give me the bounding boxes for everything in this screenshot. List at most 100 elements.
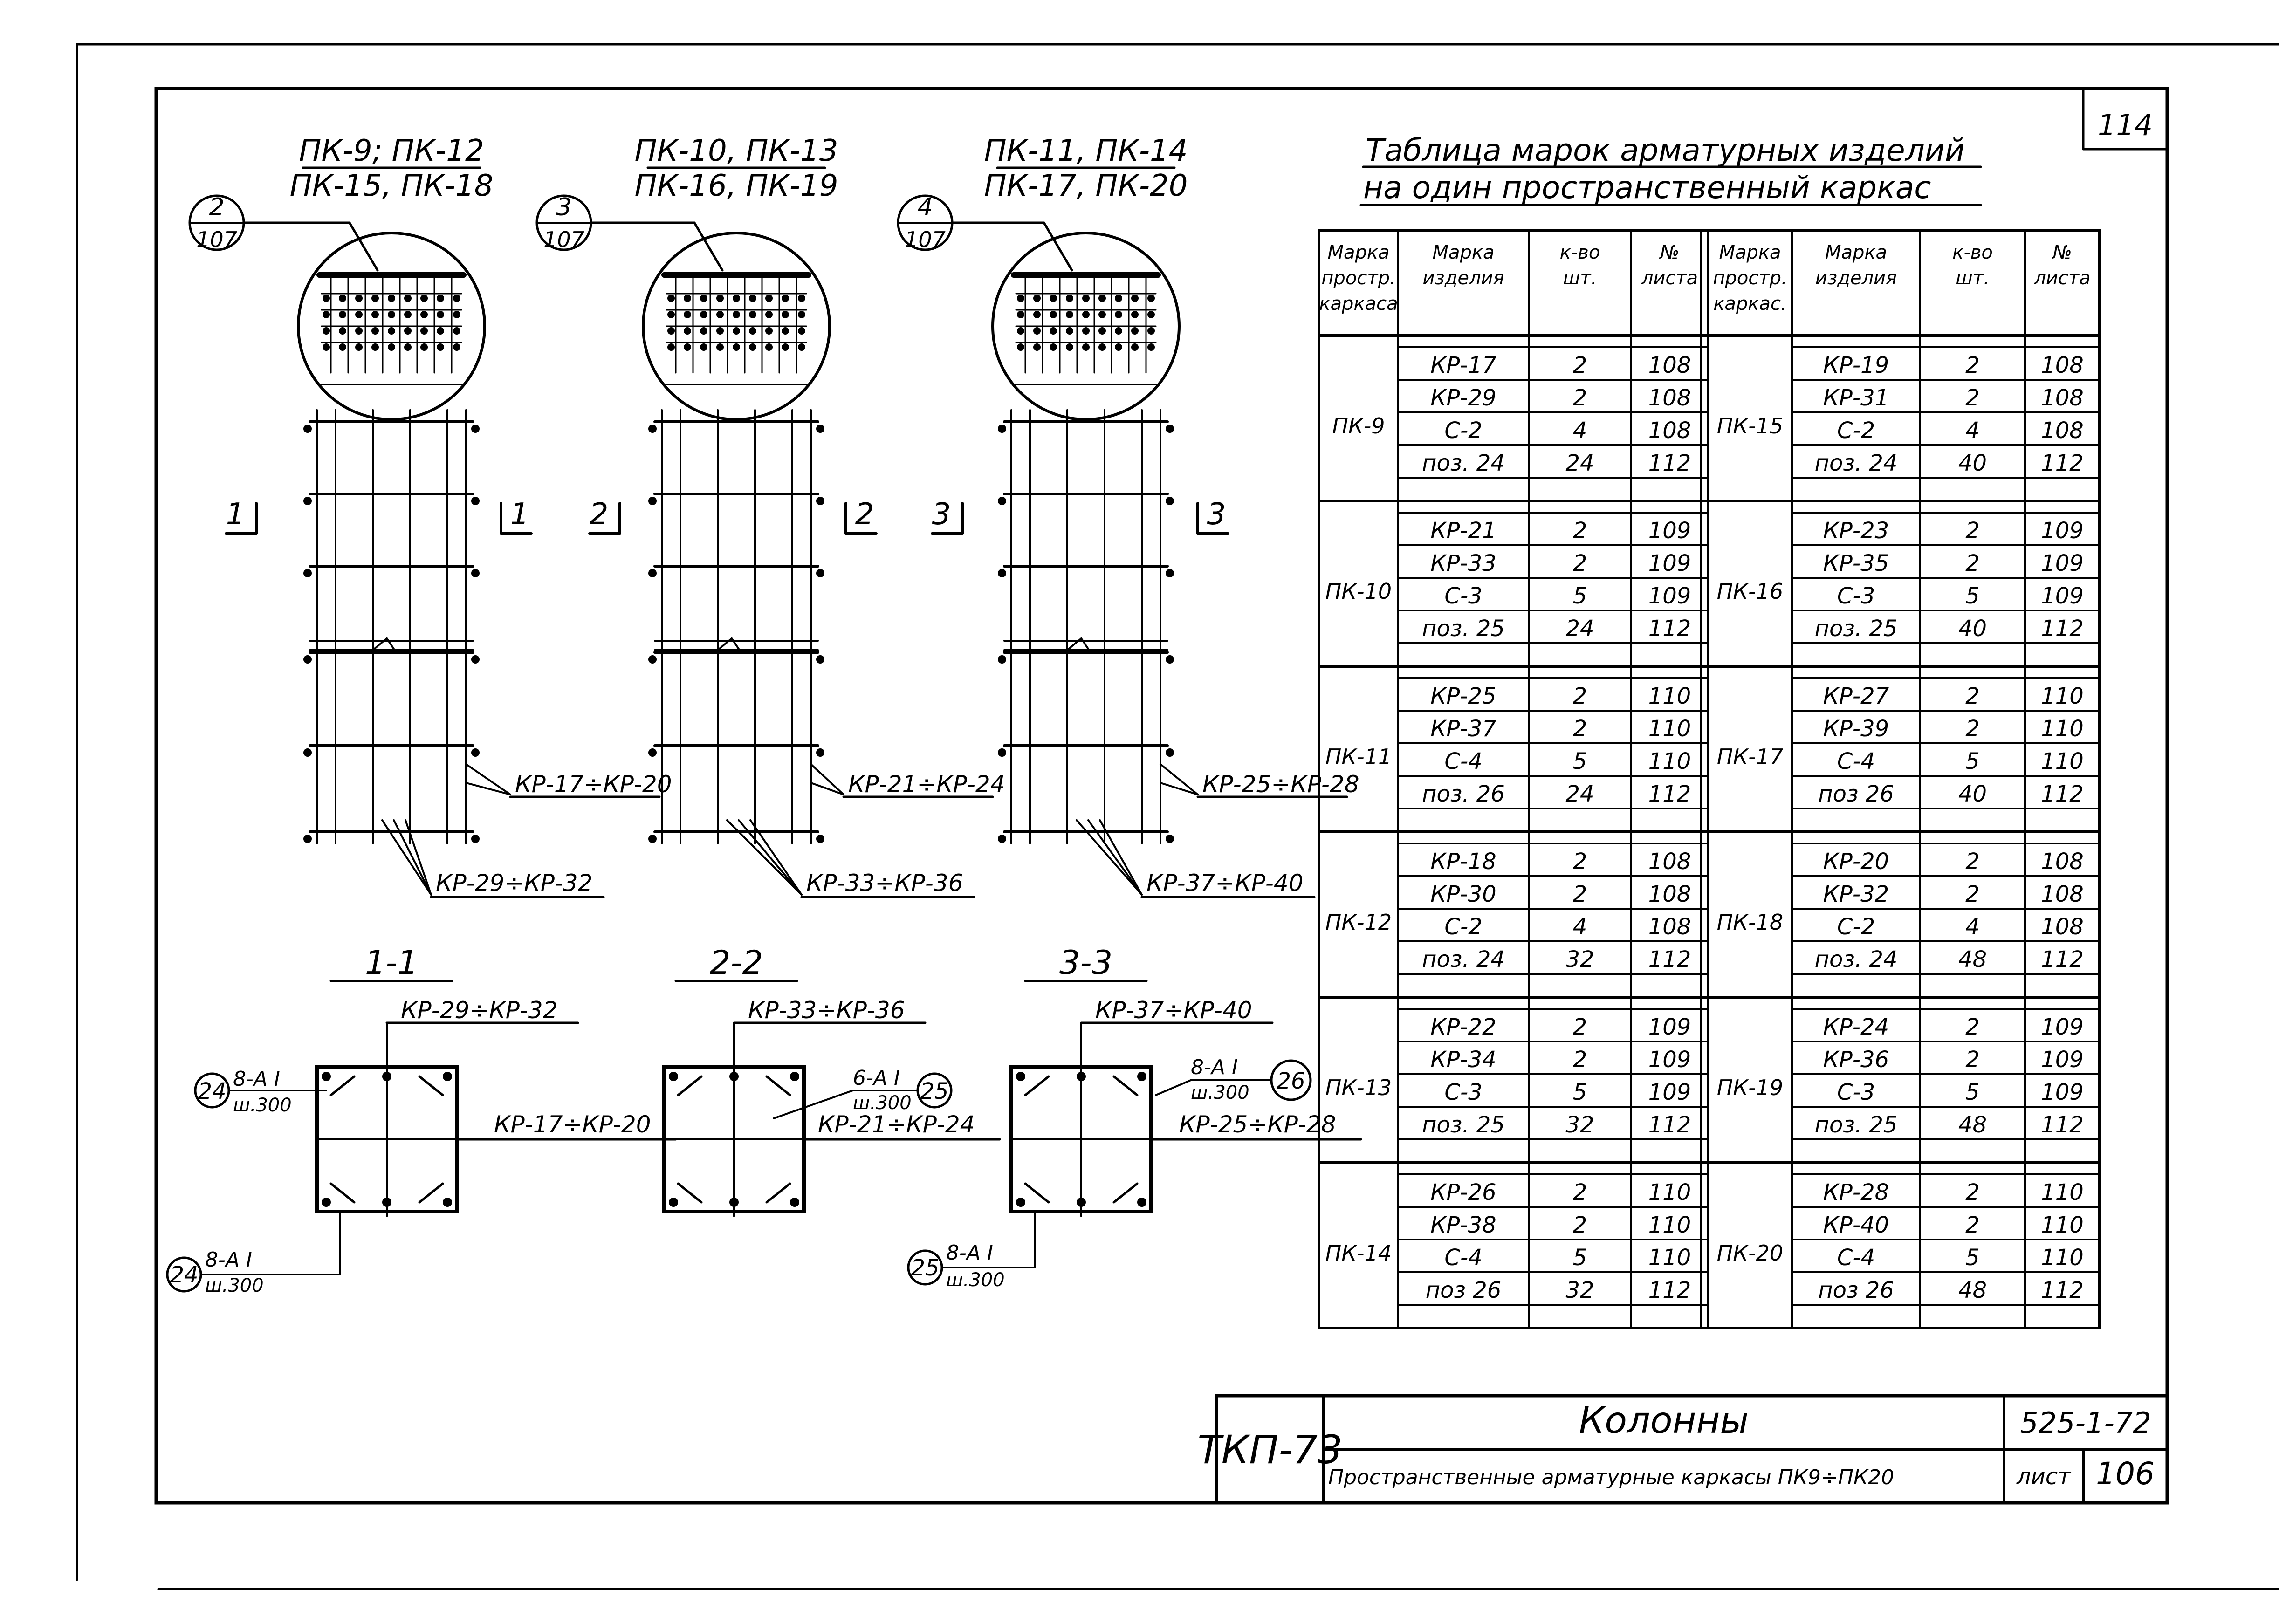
table-header-cell: Марка xyxy=(1825,242,1887,263)
rebar-dot xyxy=(1050,295,1057,302)
table-data-cell: 48 xyxy=(1958,1277,1987,1303)
frame-mark-cell: ПК-9 xyxy=(1332,413,1385,439)
rebar-dot xyxy=(443,1072,452,1081)
rebar-dot xyxy=(1082,343,1090,351)
detail-callout-sheet: 107 xyxy=(905,227,946,252)
rebar-dot xyxy=(339,311,346,318)
table-data-cell: 108 xyxy=(1648,418,1691,444)
frame-mark-cell: ПК-19 xyxy=(1717,1075,1783,1100)
table-data-cell: 40 xyxy=(1958,781,1987,807)
rebar-dot xyxy=(371,295,379,302)
side-frame-label: КР-25÷КР-28 xyxy=(1202,771,1359,798)
rebar-dot xyxy=(765,311,773,318)
rebar-dot xyxy=(1131,311,1139,318)
table-data-cell: 2 xyxy=(1573,1179,1587,1206)
rebar-dot xyxy=(453,343,460,351)
table-outline xyxy=(1318,229,2101,1329)
table-data-cell: 110 xyxy=(1648,748,1691,774)
table-data-cell: 108 xyxy=(2041,352,2084,378)
section-cut-number-left: 3 xyxy=(932,497,951,532)
rebar-dot xyxy=(998,655,1006,664)
table-data-cell: 109 xyxy=(1648,1047,1691,1073)
table-data-cell: 5 xyxy=(1965,1245,1980,1271)
detail-leader-line xyxy=(348,221,379,272)
rebar-dot xyxy=(798,295,805,302)
rebar-dot xyxy=(471,497,480,505)
title-block-name: Колонны xyxy=(1579,1400,1749,1442)
rebar-dot xyxy=(729,1072,739,1081)
rebar-dot xyxy=(323,343,330,351)
rebar-dot xyxy=(648,497,657,505)
rebar-dot xyxy=(453,327,460,335)
rebar-dot xyxy=(1033,295,1041,302)
table-data-cell: 112 xyxy=(1648,1277,1691,1303)
table-data-cell: 112 xyxy=(1648,946,1691,973)
table-data-cell: КР-19 xyxy=(1823,352,1889,378)
rebar-dot xyxy=(1131,343,1139,351)
rebar-dot xyxy=(355,327,363,335)
section-right-label: КР-21÷КР-24 xyxy=(818,1111,975,1138)
rebar-dot xyxy=(667,327,675,335)
rebar-dot xyxy=(1033,311,1041,318)
table-data-cell: 108 xyxy=(1648,385,1691,411)
rebar-dot xyxy=(371,327,379,335)
section-cut-number-left: 1 xyxy=(226,497,245,532)
table-data-cell: КР-24 xyxy=(1823,1014,1889,1040)
rebar-dot xyxy=(998,748,1006,757)
table-data-cell: 112 xyxy=(1648,616,1691,642)
table-data-cell: 2 xyxy=(1965,518,1980,544)
table-data-cell: КР-32 xyxy=(1823,881,1889,907)
break-symbol xyxy=(386,637,397,653)
leader-line xyxy=(726,819,803,896)
table-data-cell: 2 xyxy=(1965,1047,1980,1073)
detail-leader-line xyxy=(1043,221,1073,272)
rebar-dot xyxy=(322,1072,331,1081)
position-spec: 6-А I xyxy=(853,1066,900,1090)
table-header-cell: простр. xyxy=(1321,267,1395,289)
position-number: 26 xyxy=(1277,1068,1305,1094)
corner-sheet-number: 114 xyxy=(2098,108,2153,142)
rebar-dot xyxy=(667,311,675,318)
rebar-dot xyxy=(371,343,379,351)
rebar-dot xyxy=(1050,343,1057,351)
table-data-cell: КР-34 xyxy=(1430,1047,1496,1073)
table-data-cell: поз. 24 xyxy=(1422,450,1505,476)
rebar-dot xyxy=(700,295,707,302)
table-data-cell: 109 xyxy=(1648,1079,1691,1105)
table-data-cell: 2 xyxy=(1965,716,1980,742)
rebar-dot xyxy=(453,295,460,302)
position-number: 24 xyxy=(170,1262,198,1288)
table-header-cell: изделия xyxy=(1422,267,1504,289)
table-data-cell: 40 xyxy=(1958,450,1987,476)
column-title-line1: ПК-9; ПК-12 xyxy=(299,134,484,168)
table-data-cell: 4 xyxy=(1965,914,1980,940)
table-data-cell: 109 xyxy=(2041,583,2084,609)
rebar-dot xyxy=(684,295,691,302)
rebar-dot xyxy=(1098,327,1106,335)
section-top-label: КР-29÷КР-32 xyxy=(401,997,558,1024)
rebar-dot xyxy=(1137,1198,1146,1207)
rebar-dot xyxy=(420,327,428,335)
rebar-dot xyxy=(782,327,789,335)
table-data-cell: 2 xyxy=(1573,385,1587,411)
table-data-cell: 24 xyxy=(1565,781,1594,807)
rebar-dot xyxy=(471,835,480,843)
position-spec: 8-А I xyxy=(233,1067,280,1091)
table-data-cell: 2 xyxy=(1965,849,1980,875)
frame-mark-cell: ПК-16 xyxy=(1717,579,1783,604)
rebar-dot xyxy=(1137,1072,1146,1081)
rebar-dot xyxy=(303,425,312,433)
corner-tie xyxy=(329,1075,356,1096)
detail-callout-number: 2 xyxy=(209,193,224,221)
section-cut-number-right: 3 xyxy=(1207,497,1226,532)
rebar-dot xyxy=(303,835,312,843)
table-data-cell: 108 xyxy=(1648,881,1691,907)
rebar-dot xyxy=(471,655,480,664)
title-block-code: ТКП-73 xyxy=(1197,1427,1342,1473)
frame-mark-cell: ПК-17 xyxy=(1717,744,1783,769)
table-header-cell: шт. xyxy=(1563,267,1597,289)
table-data-cell: 2 xyxy=(1573,518,1587,544)
bottom-frame-label: КР-29÷КР-32 xyxy=(436,870,593,897)
table-data-cell: 108 xyxy=(1648,914,1691,940)
table-data-cell: КР-38 xyxy=(1430,1212,1496,1238)
